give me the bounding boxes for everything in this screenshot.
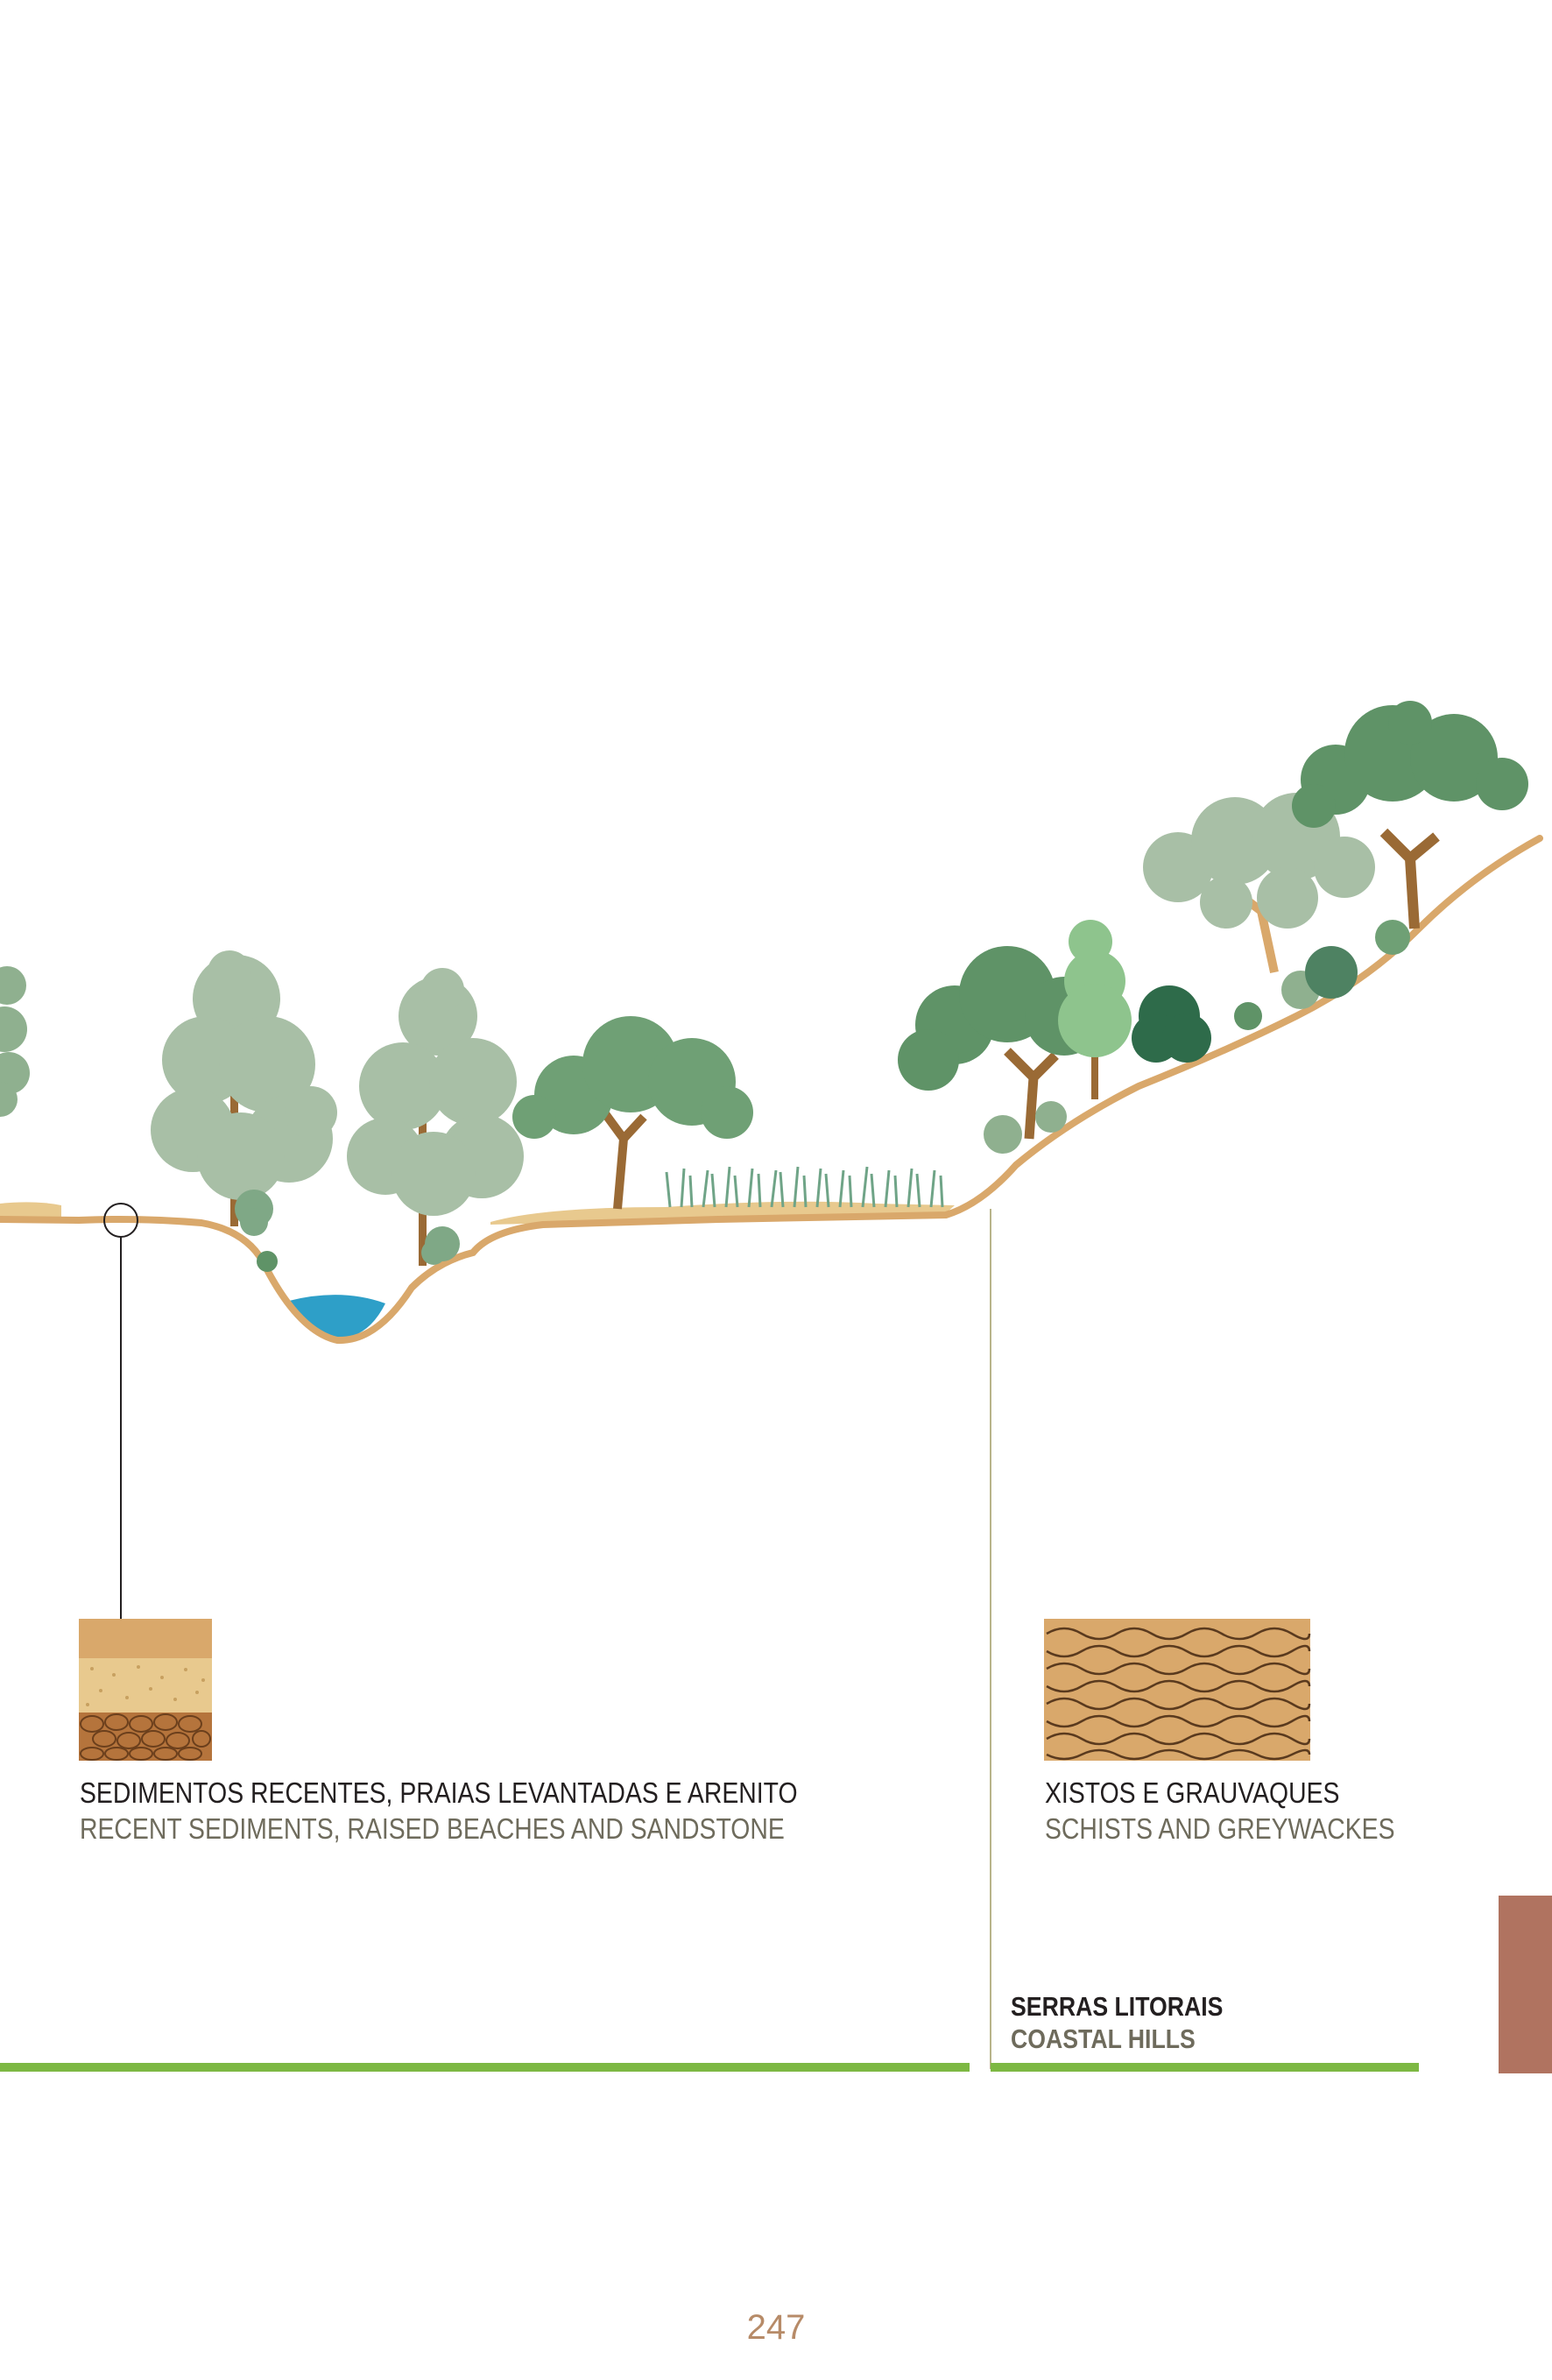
shrub-dark-green: [1132, 985, 1211, 1063]
legend-sediments-title-en: RECENT SEDIMENTS, RAISED BEACHES AND SAN…: [80, 1812, 785, 1846]
chapter-tab: [1499, 1896, 1552, 2073]
tree-umbrella-pine: [512, 1016, 753, 1209]
legend-schists-title-pt: XISTOS E GRAUVAQUES: [1045, 1776, 1339, 1810]
tree-cork-oak-2: [1143, 793, 1375, 972]
tree-partial-left: [0, 966, 30, 1117]
zone-name-pt: SERRAS LITORAIS: [1011, 1991, 1223, 2023]
reed-bed: [667, 1167, 942, 1207]
schist-swatch: [1044, 1619, 1310, 1761]
tree-cork-oak-3: [1292, 701, 1528, 929]
zone-bar-right: [991, 2063, 1419, 2072]
zone-bar-left: [0, 2063, 970, 2072]
legend-schists-title-en: SCHISTS AND GREYWACKES: [1045, 1812, 1394, 1846]
tree-poplar-1: [151, 950, 337, 1228]
page-number: 247: [0, 2308, 1552, 2348]
tree-pine-light: [1058, 920, 1132, 1099]
sediment-swatch: [79, 1619, 212, 1761]
zone-name-en: COASTAL HILLS: [1011, 2023, 1196, 2055]
legend-sediments-title-pt: SEDIMENTOS RECENTES, PRAIAS LEVANTADAS E…: [80, 1776, 798, 1810]
sediment-callout: [104, 1204, 138, 1619]
